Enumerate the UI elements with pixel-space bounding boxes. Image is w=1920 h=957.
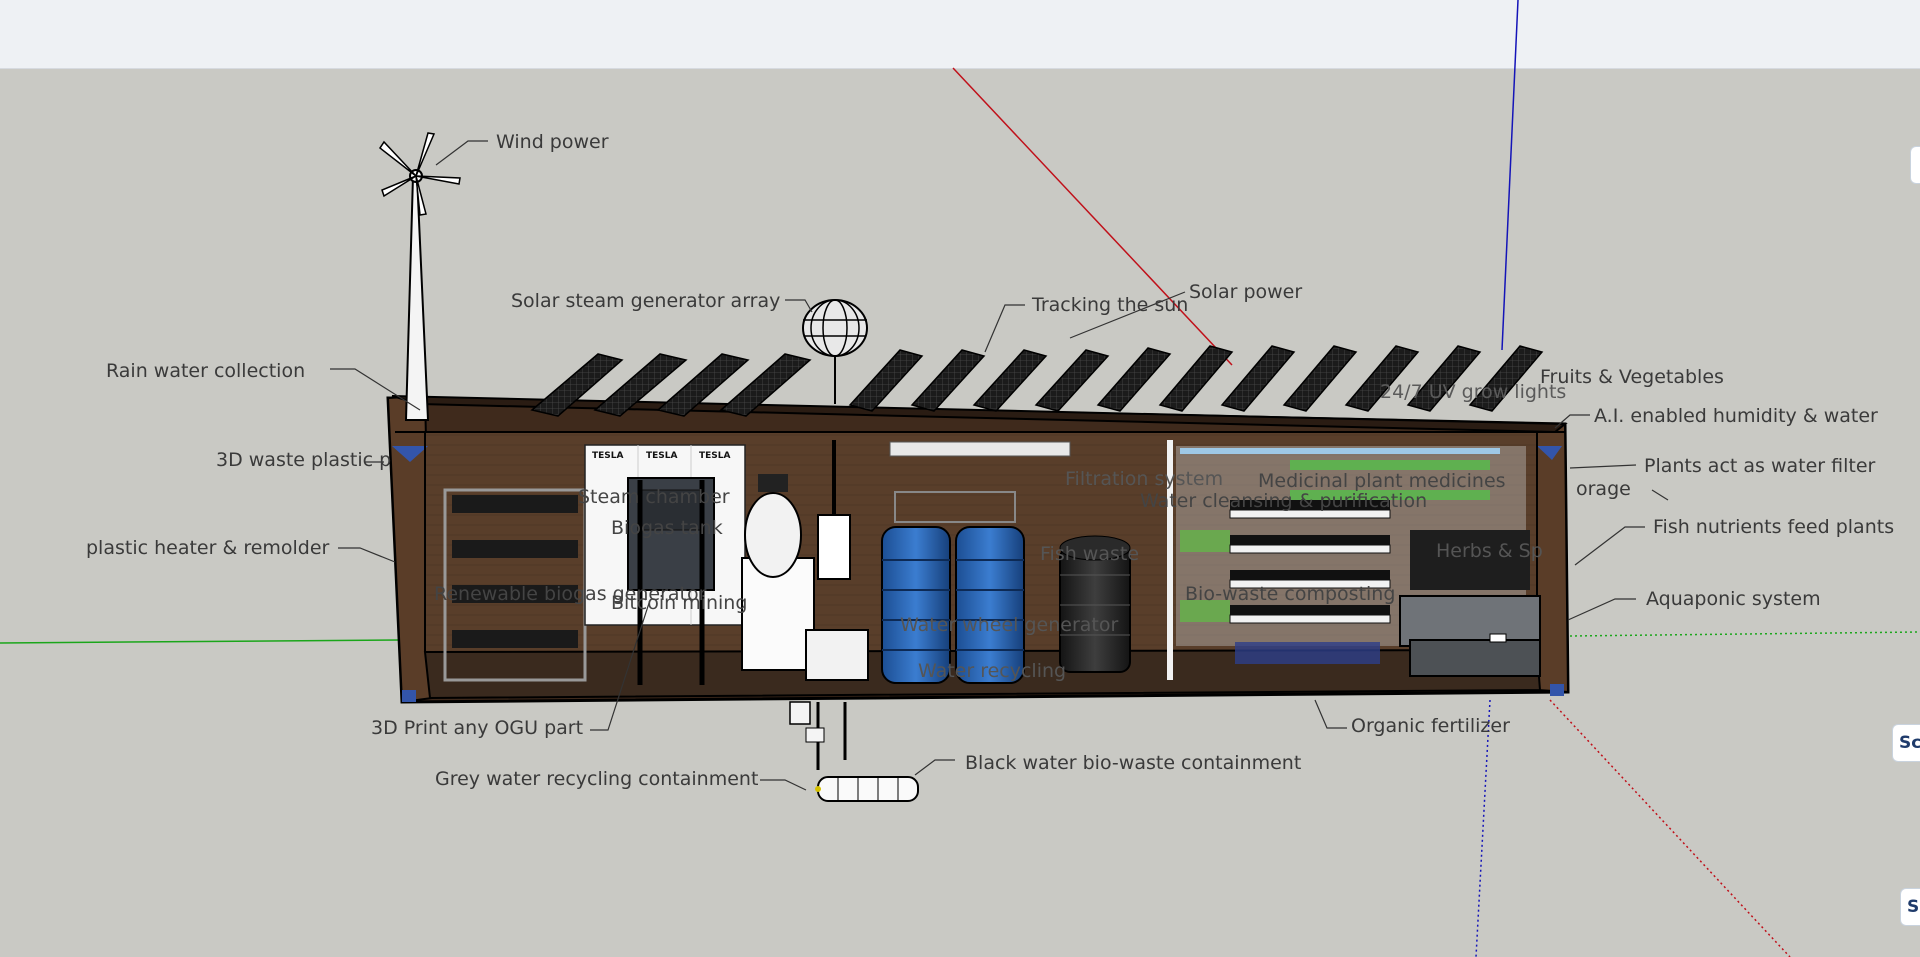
label-plastic-heater-remolder: plastic heater & remolder xyxy=(86,537,330,559)
green-axis xyxy=(0,639,401,644)
label-herbs: Herbs & Sp xyxy=(1436,540,1543,562)
label-solar-steam-generator-array: Solar steam generator array xyxy=(511,290,781,312)
red-axis xyxy=(952,67,1233,366)
label-water-cleansing: Water cleansing & purification xyxy=(1140,490,1428,512)
composting-tank xyxy=(1059,535,1131,673)
edge-tab-top[interactable] xyxy=(1910,146,1920,184)
solar-panel-array xyxy=(530,345,1544,417)
green-axis-dotted xyxy=(1569,631,1920,637)
edge-tab-1-label: Sc xyxy=(1899,733,1920,753)
label-fruits-vegetables: Fruits & Vegetables xyxy=(1540,366,1724,388)
label-storage: orage xyxy=(1576,478,1631,500)
label-biogas-tank: Biogas tank xyxy=(611,517,723,539)
bitcoin-mining-rack xyxy=(443,488,587,682)
label-steam-chamber: Steam chamber xyxy=(578,486,730,508)
label-bio-waste-composting: Bio-waste composting xyxy=(1185,583,1396,605)
top-toolbar xyxy=(0,0,1920,69)
label-3d-print-ogu-part: 3D Print any OGU part xyxy=(371,717,584,739)
label-ai-humidity-water: A.I. enabled humidity & water xyxy=(1594,405,1878,427)
blue-water-tanks xyxy=(881,441,1071,684)
label-wind-power: Wind power xyxy=(496,131,609,153)
wind-turbine xyxy=(378,132,461,421)
steam-chamber xyxy=(627,477,715,685)
label-fish-nutrients: Fish nutrients feed plants xyxy=(1653,516,1895,538)
battery-brand-3: TESLA xyxy=(699,451,731,461)
label-water-wheel-generator: Water wheel generator xyxy=(900,614,1119,636)
label-grey-water: Grey water recycling containment xyxy=(435,768,759,790)
label-black-water: Black water bio-waste containment xyxy=(965,752,1302,774)
label-rain-water-collection: Rain water collection xyxy=(106,360,306,382)
label-3d-waste-plastic: 3D waste plastic p xyxy=(216,449,392,471)
edge-tab-2[interactable]: S xyxy=(1900,888,1920,926)
label-plants-water-filter: Plants act as water filter xyxy=(1644,455,1876,477)
label-renewable-biogas: Renewable biogas generator xyxy=(434,583,707,605)
blue-axis xyxy=(1501,0,1519,351)
edge-tab-2-label: S xyxy=(1907,897,1920,917)
label-uv-grow-lights: 24/7 UV grow lights xyxy=(1380,381,1567,403)
edge-tab-1[interactable]: Sc xyxy=(1892,724,1920,762)
containment-tank xyxy=(815,776,919,802)
label-solar-power: Solar power xyxy=(1189,281,1303,303)
label-aquaponic-system: Aquaponic system xyxy=(1646,588,1821,610)
leader-lines xyxy=(330,140,1669,791)
aquaponic-tanks xyxy=(1399,530,1541,677)
label-tracking-the-sun: Tracking the sun xyxy=(1032,294,1189,316)
battery-brand-2: TESLA xyxy=(646,451,678,461)
label-medicinal-plant: Medicinal plant medicines xyxy=(1258,470,1506,492)
label-filtration-system: Filtration system xyxy=(1065,468,1224,490)
label-fish-waste: Fish waste xyxy=(1040,543,1140,565)
blue-axis-dotted xyxy=(1475,699,1491,957)
under-container-piping xyxy=(789,701,847,770)
label-bitcoin-mining: Bitcoin mining xyxy=(611,592,748,614)
label-water-recycling: Water recycling xyxy=(918,660,1067,682)
red-axis-dotted xyxy=(1549,699,1791,957)
solar-steam-generator xyxy=(802,299,868,404)
biogas-tank xyxy=(741,440,869,681)
battery-brand-1: TESLA xyxy=(592,451,624,461)
label-organic-fertilizer: Organic fertilizer xyxy=(1351,715,1510,737)
